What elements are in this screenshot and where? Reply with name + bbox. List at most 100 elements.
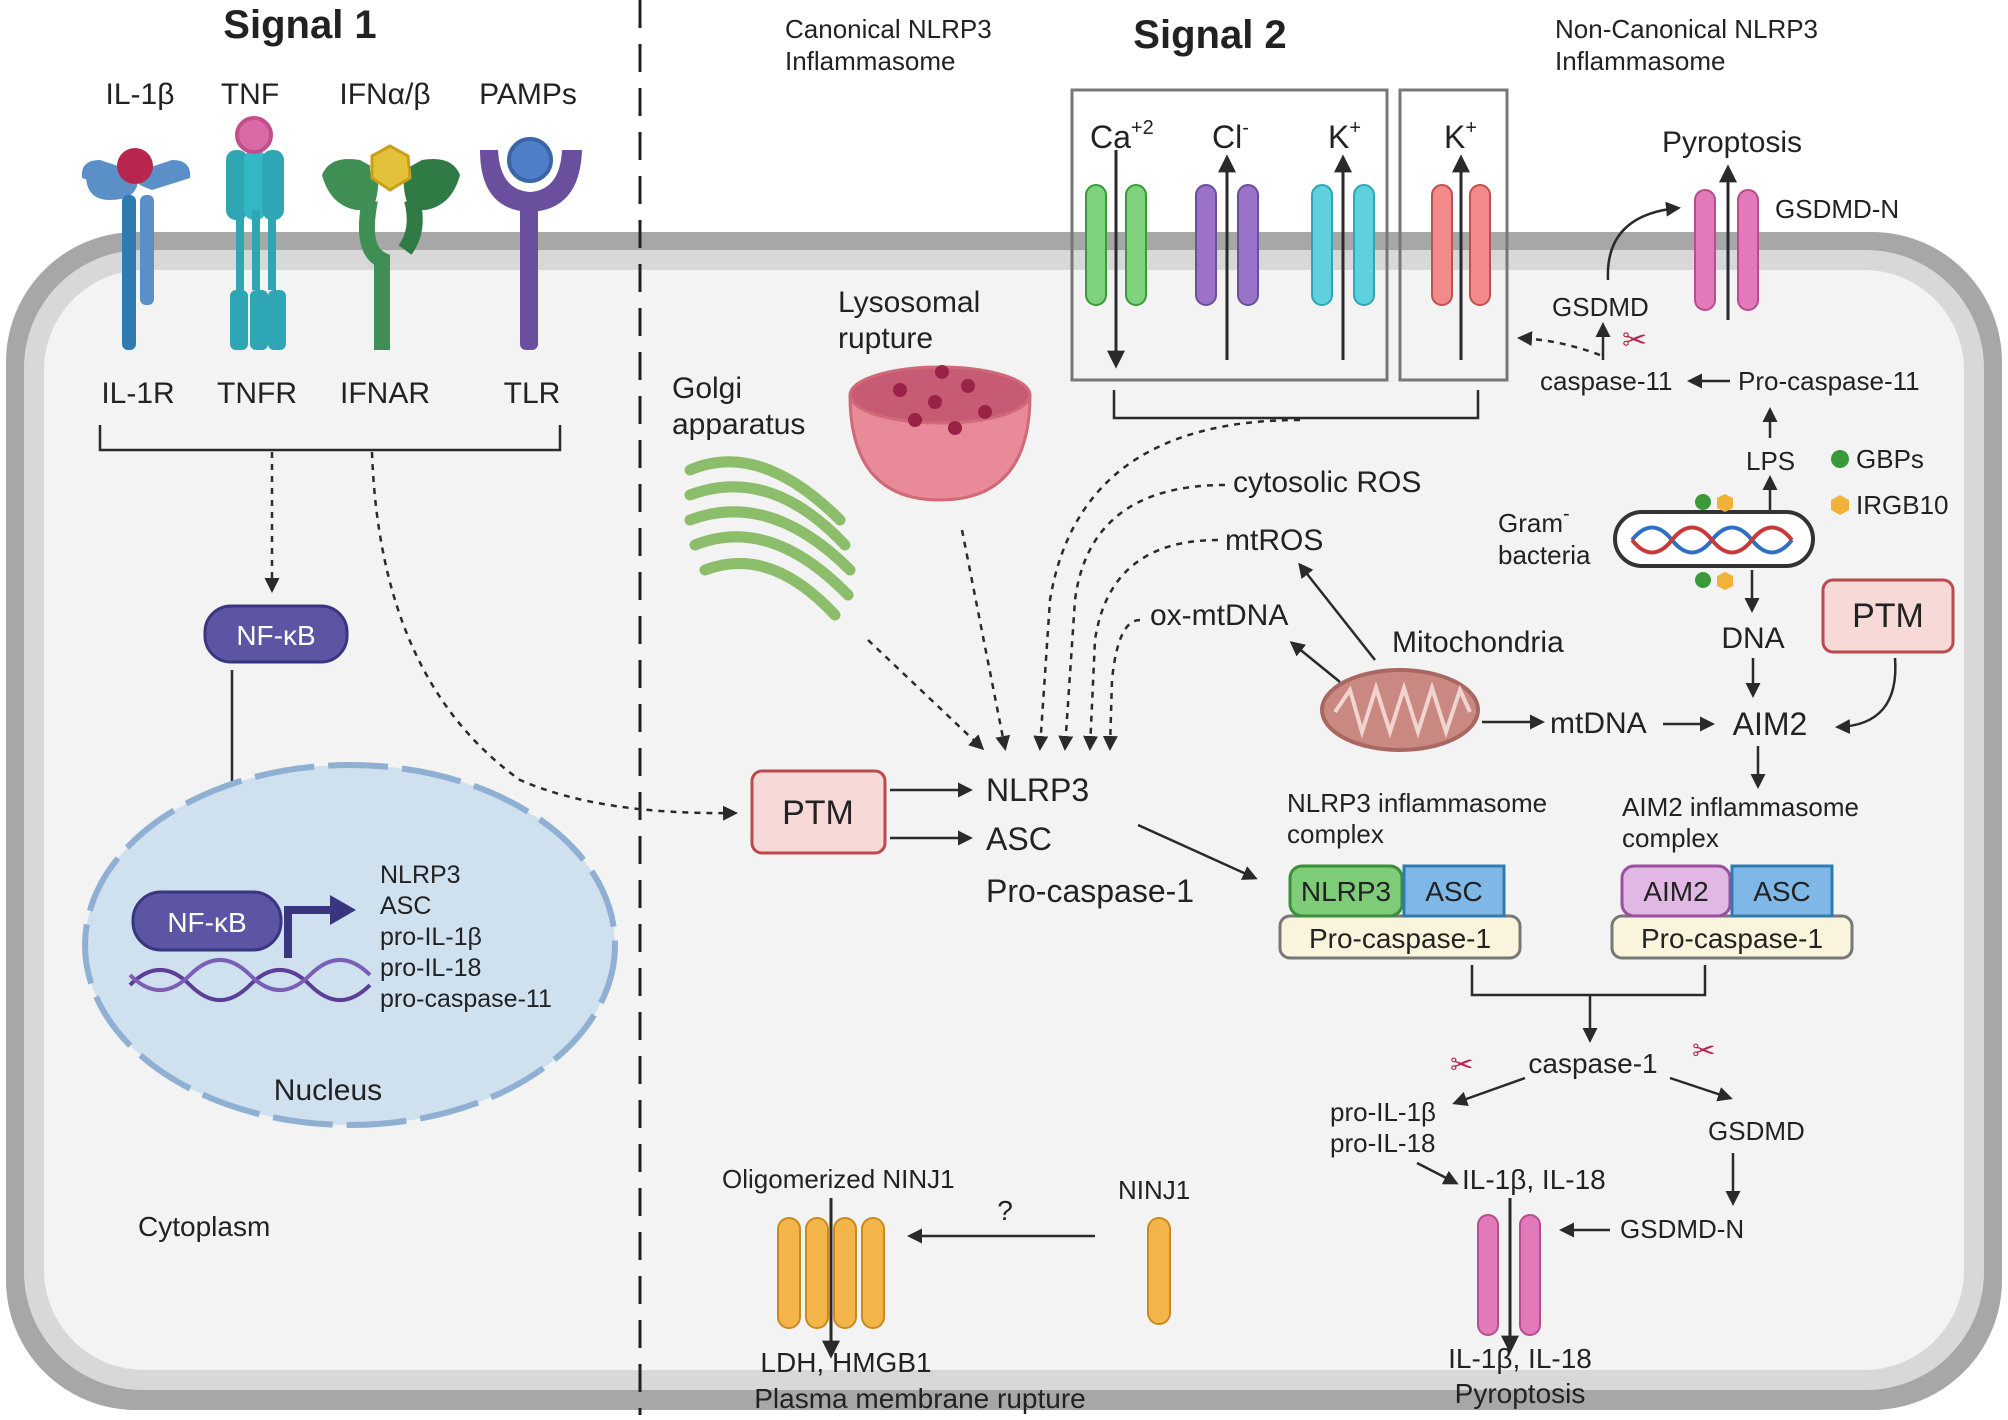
membrane-rupture-label: Plasma membrane rupture: [754, 1383, 1085, 1414]
il1r-receptor: [81, 148, 191, 350]
ros-to-nlrp3-arrow: [1058, 483, 1226, 751]
complex-asc-box: [1402, 864, 1506, 918]
il-label: IL-1β, IL-18: [1462, 1164, 1606, 1195]
cytosolic-ros-label: cytosolic ROS: [1233, 466, 1421, 499]
ninj1-monomer: [1147, 1217, 1171, 1325]
cytoplasm: [44, 270, 1964, 1370]
gene-nlrp3: NLRP3: [380, 861, 461, 889]
lysosome-to-nlrp3-arrow: [960, 529, 1011, 751]
mtros-label: mtROS: [1225, 524, 1323, 557]
mitochondria-label: Mitochondria: [1392, 626, 1564, 659]
ptm-box: [750, 769, 887, 855]
aim2-complex-title-2: complex: [1622, 823, 1719, 853]
ptm-label: PTM: [782, 794, 854, 832]
calcium-channel: [1085, 150, 1147, 369]
pyroptosis-out-label: Pyroptosis: [1455, 1378, 1586, 1409]
channel-box-noncanonical: [1398, 88, 1509, 382]
gsdmd-n-down-label: GSDMD-N: [1620, 1214, 1744, 1244]
aim2-complex-aim2-label: AIM2: [1643, 876, 1708, 907]
gene-pro-caspase11: pro-caspase-11: [380, 985, 552, 1013]
transcription-arrowhead: [330, 895, 356, 925]
oligomerized-ninj1: [777, 1198, 885, 1359]
canonical-header-1: Canonical NLRP3: [785, 14, 992, 44]
gsdmd-to-pore-arrow: [1606, 201, 1681, 281]
mito-to-oxmtdna-arrow: [1289, 641, 1341, 683]
noncanonical-header-2: Inflammasome: [1555, 46, 1726, 76]
ligand-ifn: IFNα/β: [339, 78, 430, 111]
ldh-label: LDH, HMGB1: [760, 1347, 931, 1378]
question-mark: ?: [997, 1195, 1013, 1226]
complex-procasp1-box: [1278, 914, 1522, 960]
gene-asc: ASC: [380, 892, 431, 920]
complex-nlrp3-label: NLRP3: [1301, 876, 1391, 907]
pyroptosis-top-label: Pyroptosis: [1662, 126, 1802, 159]
casp1-to-proil-arrow: [1452, 1076, 1526, 1107]
scissors-icon: ✂: [1622, 324, 1647, 357]
ligand-tnf: TNF: [221, 78, 279, 111]
nfkb-pill: [203, 604, 349, 664]
ptm-box-right: [1821, 578, 1955, 654]
channel-cl-label: Cl-: [1212, 117, 1249, 155]
nfkb-nucleus-label: NF-κB: [167, 907, 246, 938]
aim2-complex-aim2-box: [1620, 864, 1732, 918]
channel-ca-label: Ca+2: [1090, 117, 1154, 155]
mito-to-mtros-arrow: [1298, 562, 1376, 661]
oxmtdna-to-nlrp3-arrow: [1102, 618, 1141, 751]
golgi-to-nlrp3-arrow: [867, 639, 985, 751]
lysosome-label-1: Lysosomal: [838, 286, 980, 319]
gene-pro-il1b: pro-IL-1β: [380, 923, 482, 951]
receptor-tnfr: TNFR: [217, 377, 297, 410]
casp1-to-gsdmd-arrow: [1669, 1076, 1733, 1102]
cytoplasm-label: Cytoplasm: [138, 1211, 270, 1242]
potassium-channel-2: [1431, 154, 1491, 360]
ifnar-receptor: [322, 144, 460, 350]
complex-nlrp3-box: [1288, 864, 1404, 918]
irgb10-label: IRGB10: [1856, 490, 1949, 520]
proil-to-il-arrow: [1416, 1161, 1459, 1185]
aim2-complex-asc-label: ASC: [1753, 876, 1811, 907]
bacteria-label: bacteria: [1498, 540, 1591, 570]
complex-asc-label: ASC: [1425, 876, 1483, 907]
pro-il1b-label: pro-IL-1β: [1330, 1097, 1436, 1127]
golgi-apparatus: [684, 456, 856, 621]
ligand-pamps: PAMPs: [479, 78, 577, 111]
gram-negative-bacterium: [1613, 494, 1815, 590]
tlr-receptor: [480, 137, 582, 350]
nucleus: [82, 762, 618, 1128]
receptor-tlr: TLR: [504, 377, 561, 410]
nlrp3-complex-title-2: complex: [1287, 819, 1384, 849]
nfkb-label: NF-κB: [236, 620, 315, 651]
ptm-to-aim2-arrow: [1835, 657, 1897, 735]
dna-helix-2: [128, 958, 372, 992]
scissors-icon-left: ✂: [1450, 1049, 1473, 1080]
aim2-complex-procasp1-label: Pro-caspase-1: [1641, 923, 1823, 954]
gsdmd-label: GSDMD: [1552, 292, 1649, 322]
transcription-arrow: [284, 906, 330, 958]
nlrp3-complex-title-1: NLRP3 inflammasome: [1287, 788, 1547, 818]
procasp1-label: Pro-caspase-1: [986, 873, 1194, 909]
dna-helix: [128, 968, 372, 1002]
irgb10-legend-icon: [1831, 495, 1849, 515]
gsdmd-pore-top: [1694, 164, 1759, 320]
aim2-label: AIM2: [1733, 706, 1808, 742]
receptor-il1r: IL-1R: [101, 377, 174, 410]
mitochondria: [1320, 668, 1480, 752]
channel-k2-label: K+: [1444, 117, 1477, 155]
ninj1-label: NINJ1: [1118, 1175, 1190, 1205]
mtdna-label: mtDNA: [1550, 707, 1647, 740]
pro-il18-label: pro-IL-18: [1330, 1128, 1436, 1158]
gsdmd-n-top-label: GSDMD-N: [1775, 194, 1899, 224]
nlrp3-label: NLRP3: [986, 772, 1089, 808]
aim2-complex-title-1: AIM2 inflammasome: [1622, 792, 1859, 822]
tnfr-receptor: [226, 116, 286, 350]
potassium-channel: [1311, 154, 1375, 360]
channel-box-canonical: [1070, 88, 1389, 382]
mtros-to-nlrp3-arrow: [1083, 538, 1219, 751]
asc-label: ASC: [986, 821, 1052, 857]
oxmtdna-label: ox-mtDNA: [1150, 599, 1288, 632]
signal2-header: Signal 2: [1133, 13, 1286, 57]
nfkb-nucleus-pill: [131, 890, 283, 952]
gbp-legend-icon: [1831, 450, 1849, 468]
complexes-bracket: [1470, 965, 1707, 997]
